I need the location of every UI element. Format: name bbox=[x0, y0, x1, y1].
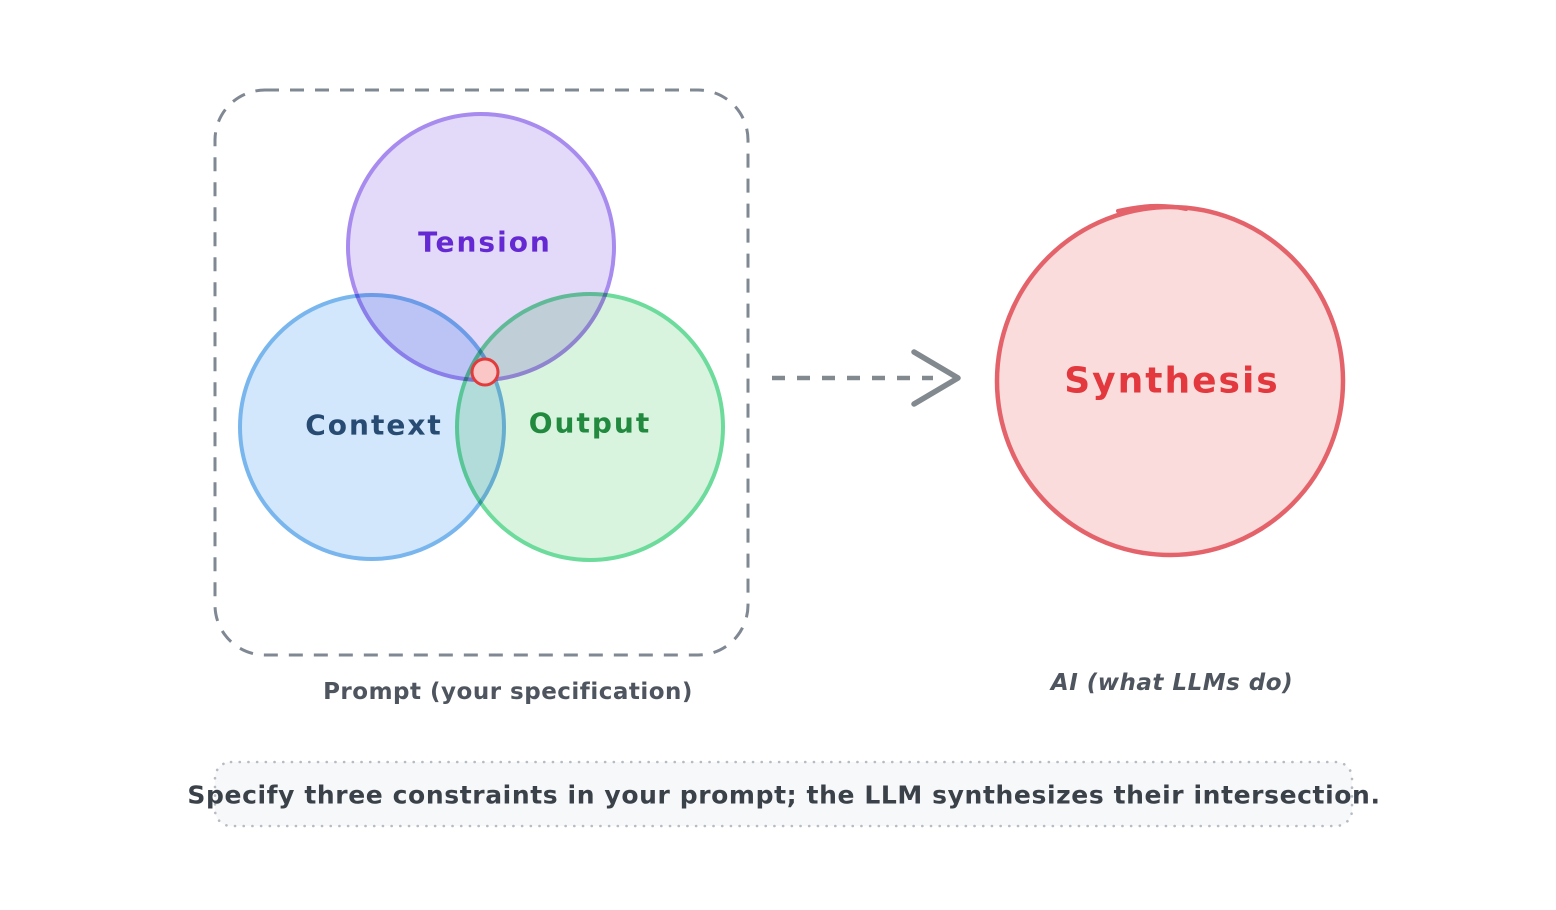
note-text: Specify three constraints in your prompt… bbox=[187, 781, 1380, 810]
synthesis-label: Synthesis bbox=[1064, 361, 1279, 402]
sketch-overdraw bbox=[1116, 203, 1188, 213]
output-circle bbox=[455, 292, 725, 562]
intersection-dot bbox=[470, 357, 500, 387]
context-label: Context bbox=[305, 409, 443, 442]
prompt-caption: Prompt (your specification) bbox=[323, 679, 693, 705]
note-box bbox=[213, 760, 1354, 828]
output-label: Output bbox=[529, 407, 651, 440]
ai-caption: AI (what LLMs do) bbox=[1049, 670, 1293, 696]
arrow-head-icon bbox=[911, 349, 961, 407]
tension-label: Tension bbox=[418, 226, 552, 259]
